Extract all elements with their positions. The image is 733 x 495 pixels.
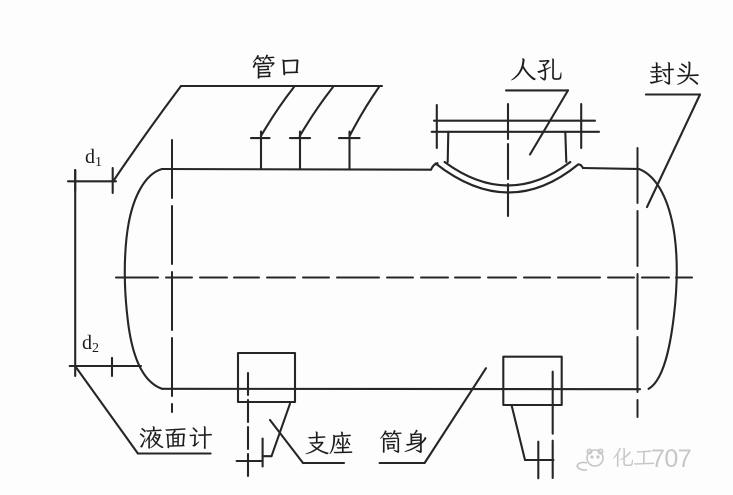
svg-text:d1: d1 (85, 146, 102, 170)
svg-text:d2: d2 (82, 332, 99, 356)
svg-text:707: 707 (651, 445, 691, 473)
